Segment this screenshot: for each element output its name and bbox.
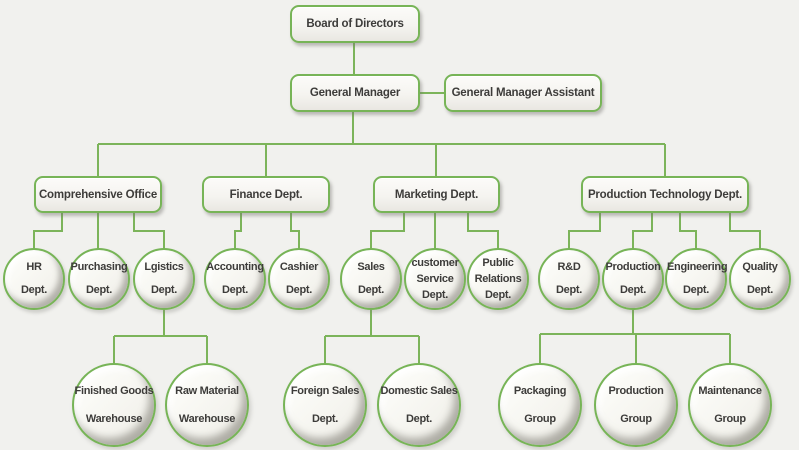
connector-line <box>133 213 165 250</box>
connector-line <box>467 213 499 250</box>
node-label: Marketing Dept. <box>394 188 479 201</box>
node-general-manager-assistant: General Manager Assistant <box>444 74 602 112</box>
connector-line <box>632 213 653 250</box>
node-comprehensive-office: Comprehensive Office <box>34 176 162 213</box>
connector-line <box>568 213 601 250</box>
node-production-technology-dept: Production Technology Dept. <box>581 176 749 213</box>
node-label: Finance Dept. <box>229 188 303 201</box>
connector-line <box>370 213 405 250</box>
node-label: General Manager <box>309 87 401 99</box>
node-label: Board of Directors <box>306 18 404 30</box>
connector-line <box>234 213 242 250</box>
node-label: Production Technology Dept. <box>587 188 743 201</box>
node-label: General Manager Assistant <box>451 87 595 99</box>
connector-line <box>290 213 300 250</box>
connector-line <box>679 213 697 250</box>
node-label: Comprehensive Office <box>38 188 158 201</box>
connector-line <box>729 213 761 250</box>
node-marketing-dept: Marketing Dept. <box>373 176 500 213</box>
node-board-of-directors: Board of Directors <box>290 5 420 43</box>
node-finance-dept: Finance Dept. <box>202 176 330 213</box>
node-general-manager: General Manager <box>290 74 420 112</box>
connector-line <box>33 213 63 250</box>
